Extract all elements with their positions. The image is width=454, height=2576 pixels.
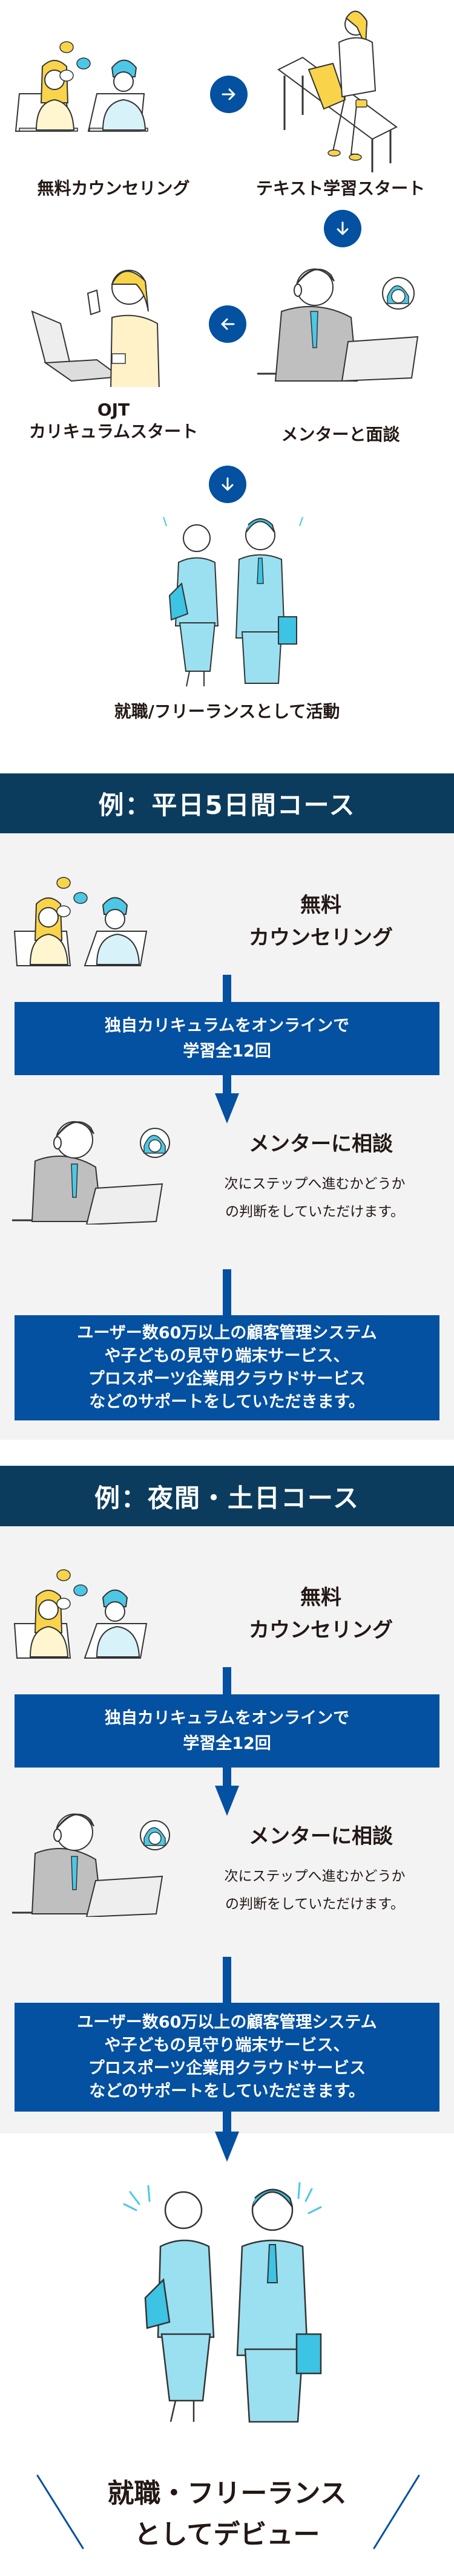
- debut-heading-line2: としてデビュー: [134, 2519, 320, 2551]
- project-support-line1: ユーザー数60万以上の顧客管理システム: [77, 1324, 377, 1343]
- curriculum-box: 独自カリキュラムをオンラインで 学習全12回: [15, 1002, 439, 1075]
- online-counseling-illustration: [12, 36, 194, 133]
- business-people-illustration: [112, 2177, 330, 2425]
- step-free-counseling: 無料 カウンセリング: [227, 889, 415, 955]
- mentor-consult-title: メンターに相談: [249, 1132, 393, 1156]
- connector-line: [223, 1957, 231, 2003]
- right-slash-decoration: [373, 2474, 420, 2549]
- curriculum-line2: 学習全12回: [183, 1041, 271, 1061]
- online-counseling-illustration: [12, 874, 200, 968]
- connector-line: [223, 975, 231, 1002]
- desk-study-illustration: [266, 9, 406, 172]
- step-free-counseling-line2: カウンセリング: [249, 926, 393, 951]
- arrow-down-head-icon: [215, 1786, 239, 1816]
- step-free-counseling-line1: 無料: [300, 893, 341, 917]
- left-slash-decoration: [36, 2474, 84, 2549]
- arrow-left-icon: [209, 305, 246, 343]
- project-support-line2: や子どもの見守り端末サービス、: [104, 2036, 350, 2055]
- mentor-consult-desc: 次にステップへ進むかどうか の判断をしていただけます。: [191, 1170, 439, 1226]
- step-label-ojt: OJT カリキュラムスタート: [0, 399, 227, 443]
- online-counseling-illustration: [12, 1566, 200, 1660]
- mentor-headset-illustration: [11, 1805, 180, 1918]
- project-support-line3: プロスポーツ企業用クラウドサービス: [88, 2059, 366, 2078]
- arrow-down-icon: [209, 466, 246, 503]
- curriculum-box: 独自カリキュラムをオンラインで 学習全12回: [15, 1694, 439, 1768]
- arrow-right-icon: [210, 76, 248, 113]
- step-label-ojt-line2: カリキュラムスタート: [28, 421, 199, 442]
- curriculum-line1: 独自カリキュラムをオンラインで: [104, 1016, 350, 1035]
- connector-line: [223, 1667, 231, 1694]
- project-support-line4: などのサポートをしていただきます。: [89, 1392, 365, 1411]
- course-title-band: 例：夜間・土日コース: [0, 1466, 454, 1526]
- mentor-consult-desc-line1: 次にステップへ進むかどうか: [224, 1176, 406, 1192]
- arrow-down-icon: [324, 210, 361, 247]
- debut-heading: 就職・フリーランス としてデビュー: [0, 2473, 454, 2555]
- step-label-ojt-line1: OJT: [97, 400, 130, 420]
- arrow-down-head-icon: [215, 1093, 239, 1124]
- project-support-box: ユーザー数60万以上の顧客管理システム や子どもの見守り端末サービス、 プロスポ…: [15, 1315, 439, 1420]
- mentor-consult-desc-line1: 次にステップへ進むかどうか: [224, 1869, 406, 1884]
- arrow-stem: [223, 1075, 231, 1094]
- curriculum-line2: 学習全12回: [183, 1734, 271, 1753]
- arrow-stem: [223, 2112, 231, 2133]
- mentor-consult-desc-line2: の判断をしていただけます。: [225, 1896, 404, 1912]
- step-label-free-counseling: 無料カウンセリング: [37, 178, 190, 198]
- step-free-counseling-line2: カウンセリング: [249, 1618, 393, 1643]
- step-label-text-study-start: テキスト学習スタート: [255, 178, 426, 198]
- mentor-headset-illustration: [257, 263, 430, 384]
- step-free-counseling-line1: 無料: [300, 1586, 341, 1610]
- connector-line: [223, 1269, 231, 1315]
- ok-sign-laptop-illustration: [30, 263, 182, 391]
- project-support-box: ユーザー数60万以上の顧客管理システム や子どもの見守り端末サービス、 プロスポ…: [15, 2003, 439, 2112]
- arrow-down-head-icon: [215, 2132, 239, 2162]
- step-label-mentor-interview: メンターと面談: [281, 424, 400, 444]
- project-support-line4: などのサポートをしていただきます。: [89, 2081, 365, 2101]
- project-support-line2: や子どもの見守り端末サービス、: [104, 1347, 350, 1366]
- mentor-headset-illustration: [11, 1113, 180, 1226]
- mentor-consult-desc-line2: の判断をしていただけます。: [225, 1204, 404, 1220]
- debut-heading-line1: 就職・フリーランス: [107, 2478, 347, 2509]
- arrow-stem: [223, 1768, 231, 1787]
- project-support-line1: ユーザー数60万以上の顧客管理システム: [77, 2013, 377, 2032]
- mentor-consult-desc: 次にステップへ進むかどうか の判断をしていただけます。: [191, 1862, 439, 1918]
- business-people-illustration: [154, 511, 306, 692]
- step-label-job-freelance-activity: 就職/フリーランスとして活動: [114, 701, 340, 721]
- course-title-band: 例：平日5日間コース: [0, 773, 454, 833]
- project-support-line3: プロスポーツ企業用クラウドサービス: [88, 1370, 366, 1388]
- curriculum-line1: 独自カリキュラムをオンラインで: [104, 1708, 350, 1728]
- step-free-counseling: 無料 カウンセリング: [227, 1581, 415, 1647]
- mentor-consult-title: メンターに相談: [249, 1824, 393, 1849]
